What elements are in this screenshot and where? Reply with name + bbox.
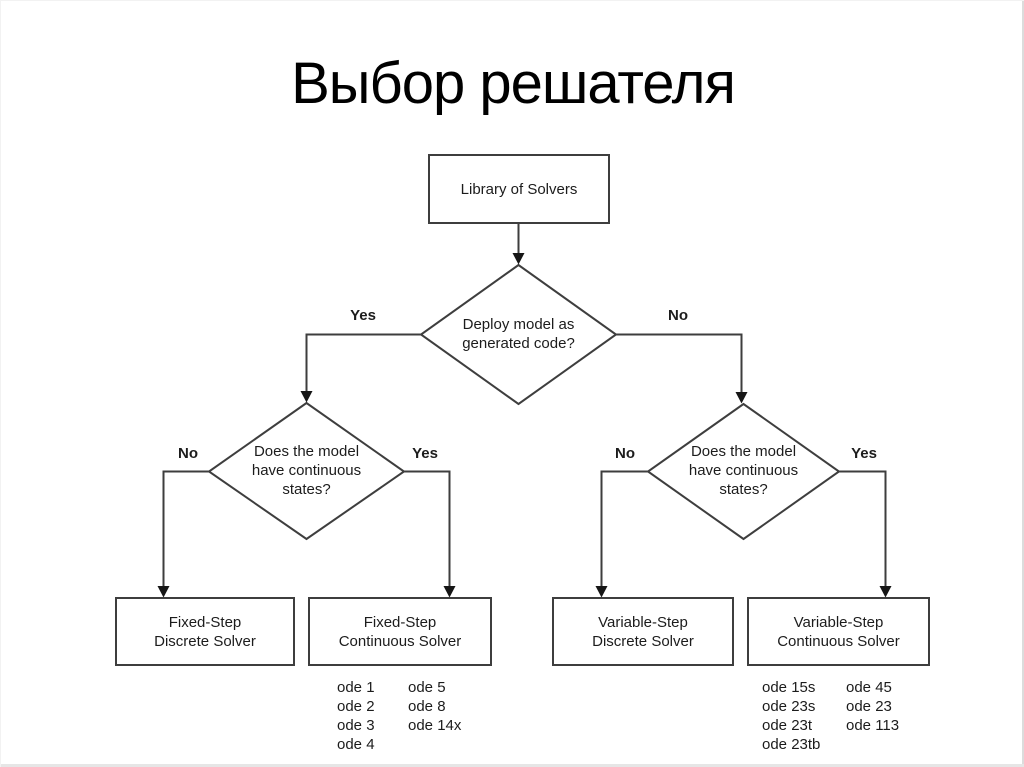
continuous-left-diamond-outline (207, 401, 406, 541)
connector-deploy-no (616, 333, 743, 393)
connector-left-yes (404, 470, 451, 587)
slide-right-edge (1022, 1, 1024, 767)
variable-continuous-solver-list-col2: ode 45 ode 23 ode 113 (846, 679, 900, 734)
arrowhead-right-yes (879, 586, 892, 598)
continuous-right-no-branch-label: No (615, 445, 635, 462)
variable-discrete-box-outline (552, 597, 734, 666)
deploy-diamond-outline (419, 263, 618, 406)
fixed-continuous-node-label: Fixed-Step Continuous Solver (338, 613, 462, 650)
arrowhead-left-yes (443, 586, 456, 598)
fixed-discrete-node-label: Fixed-Step Discrete Solver (154, 613, 256, 650)
deploy-no-branch-label: No (668, 307, 688, 324)
library-box-outline (428, 154, 610, 224)
connector-left-no (162, 470, 209, 587)
page-title: Выбор решателя (291, 51, 736, 116)
arrowhead-right-no (595, 586, 608, 598)
continuous-right-decision-label: Does the model have continuous states? (688, 443, 799, 498)
fixed-continuous-solver-list-col1: ode 1 ode 2 ode 3 ode 4 (337, 679, 375, 753)
variable-continuous-solver-list-col1: ode 15s ode 23s ode 23t ode 23tb (762, 679, 821, 753)
continuous-left-decision-label: Does the model have continuous states? (251, 443, 362, 498)
arrowhead-library-to-deploy (512, 253, 525, 265)
continuous-right-diamond-outline (646, 402, 841, 541)
continuous-left-yes-branch-label: Yes (412, 445, 438, 462)
slide-bottom-edge (1, 764, 1024, 767)
arrowhead-deploy-yes (300, 391, 313, 403)
library-node-label: Library of Solvers (460, 180, 578, 198)
fixed-discrete-box-outline (115, 597, 295, 666)
connector-right-no (600, 470, 648, 587)
continuous-right-yes-branch-label: Yes (851, 445, 877, 462)
deploy-decision-label: Deploy model as generated code? (462, 316, 575, 352)
continuous-left-no-branch-label: No (178, 445, 198, 462)
variable-continuous-box-outline (747, 597, 930, 666)
arrowhead-left-no (157, 586, 170, 598)
variable-discrete-node-label: Variable-Step Discrete Solver (592, 613, 694, 650)
connector-right-yes (839, 470, 887, 587)
arrowhead-deploy-no (735, 392, 748, 404)
fixed-continuous-box-outline (308, 597, 492, 666)
fixed-continuous-solver-list-col2: ode 5 ode 8 ode 14x (408, 679, 462, 734)
deploy-yes-branch-label: Yes (350, 307, 376, 324)
connector-deploy-yes (305, 333, 421, 392)
variable-continuous-node-label: Variable-Step Continuous Solver (777, 613, 900, 650)
